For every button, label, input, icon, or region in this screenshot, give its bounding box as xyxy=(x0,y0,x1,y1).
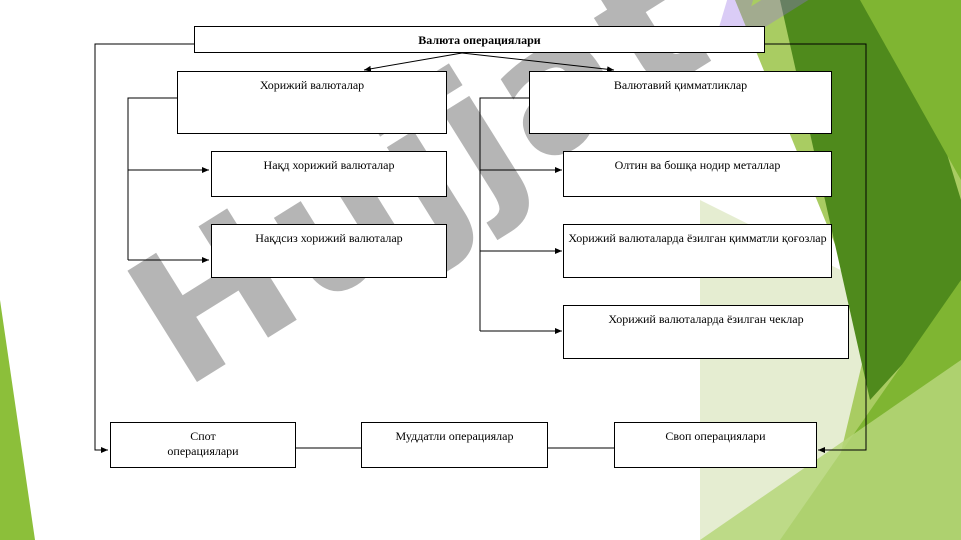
bg-shape-mid xyxy=(860,0,961,180)
node-left-head: Хорижий валюталар xyxy=(177,71,447,134)
bg-triangle-left xyxy=(0,300,35,540)
node-securities: Хорижий валюталарда ёзилган қимматли қоғ… xyxy=(563,224,832,278)
arrow-title-to-left-head xyxy=(363,52,463,72)
node-cash-currency: Нақд хорижий валюталар xyxy=(211,151,447,197)
line-left-outer xyxy=(94,43,194,453)
node-cheques: Хорижий валюталарда ёзилган чеклар xyxy=(563,305,849,359)
node-noncash-currency: Нақдсиз хорижий валюталар xyxy=(211,224,447,278)
node-gold: Олтин ва бошқа нодир металлар xyxy=(563,151,832,197)
node-right-head: Валютавий қимматликлар xyxy=(529,71,832,134)
node-spot: Спот операциялари xyxy=(110,422,296,468)
node-title: Валюта операциялари xyxy=(194,26,765,53)
node-forward: Муддатли операциялар xyxy=(361,422,548,468)
arrow-title-to-right-head xyxy=(461,52,615,73)
line-right-branch xyxy=(479,97,529,331)
line-left-branch xyxy=(127,97,177,260)
node-swap: Своп операциялари xyxy=(614,422,817,468)
line-right-outer xyxy=(765,43,867,453)
